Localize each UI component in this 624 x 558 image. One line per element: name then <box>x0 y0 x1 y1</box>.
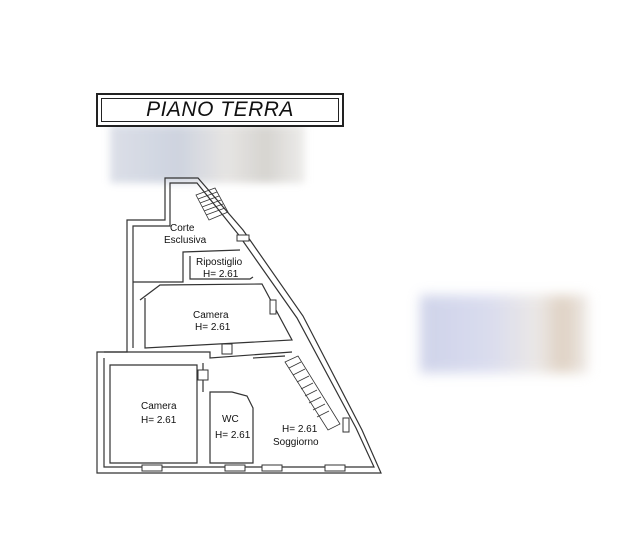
soggiorno-height: H= 2.61 <box>282 424 318 435</box>
ripostiglio-height: H= 2.61 <box>203 269 239 280</box>
openings <box>141 234 350 472</box>
plan-title-box: PIANO TERRA <box>96 93 344 127</box>
middle-wall <box>104 351 293 359</box>
corte-label-1: Corte <box>170 223 195 234</box>
stairs <box>195 187 341 431</box>
blurred-watermark-top <box>110 125 305 183</box>
door-3 <box>221 343 233 355</box>
wc-wall <box>209 391 254 464</box>
camera-upper-wall <box>139 283 293 349</box>
window-4 <box>324 464 346 472</box>
ripostiglio-label: Ripostiglio <box>196 257 243 268</box>
window-2 <box>224 464 246 472</box>
camera-upper-height: H= 2.61 <box>195 322 231 333</box>
camera-lower-label: Camera <box>141 401 177 412</box>
blurred-watermark-right <box>420 295 588 373</box>
door-1 <box>236 234 250 242</box>
walls <box>96 177 382 474</box>
stairs-upper <box>195 187 229 221</box>
door-5 <box>197 369 209 381</box>
stairs-lower <box>284 355 341 431</box>
camera-lower-height: H= 2.61 <box>141 415 177 426</box>
corte-wall <box>133 249 241 283</box>
window-1 <box>141 464 163 472</box>
door-4 <box>342 417 350 433</box>
soggiorno-wall <box>202 355 286 392</box>
camera-lower-wall <box>109 364 198 464</box>
outer-wall <box>96 177 382 474</box>
corte-label-2: Esclusiva <box>164 235 207 246</box>
soggiorno-label: Soggiorno <box>273 437 319 448</box>
door-2 <box>269 299 277 315</box>
plan-title-inner: PIANO TERRA <box>101 98 339 122</box>
wc-height: H= 2.61 <box>215 430 251 441</box>
plan-title: PIANO TERRA <box>146 98 294 121</box>
window-3 <box>261 464 283 472</box>
camera-upper-label: Camera <box>193 310 229 321</box>
wc-label: WC <box>222 414 239 425</box>
inner-wall <box>103 182 375 468</box>
ripostiglio-wall <box>189 256 254 280</box>
